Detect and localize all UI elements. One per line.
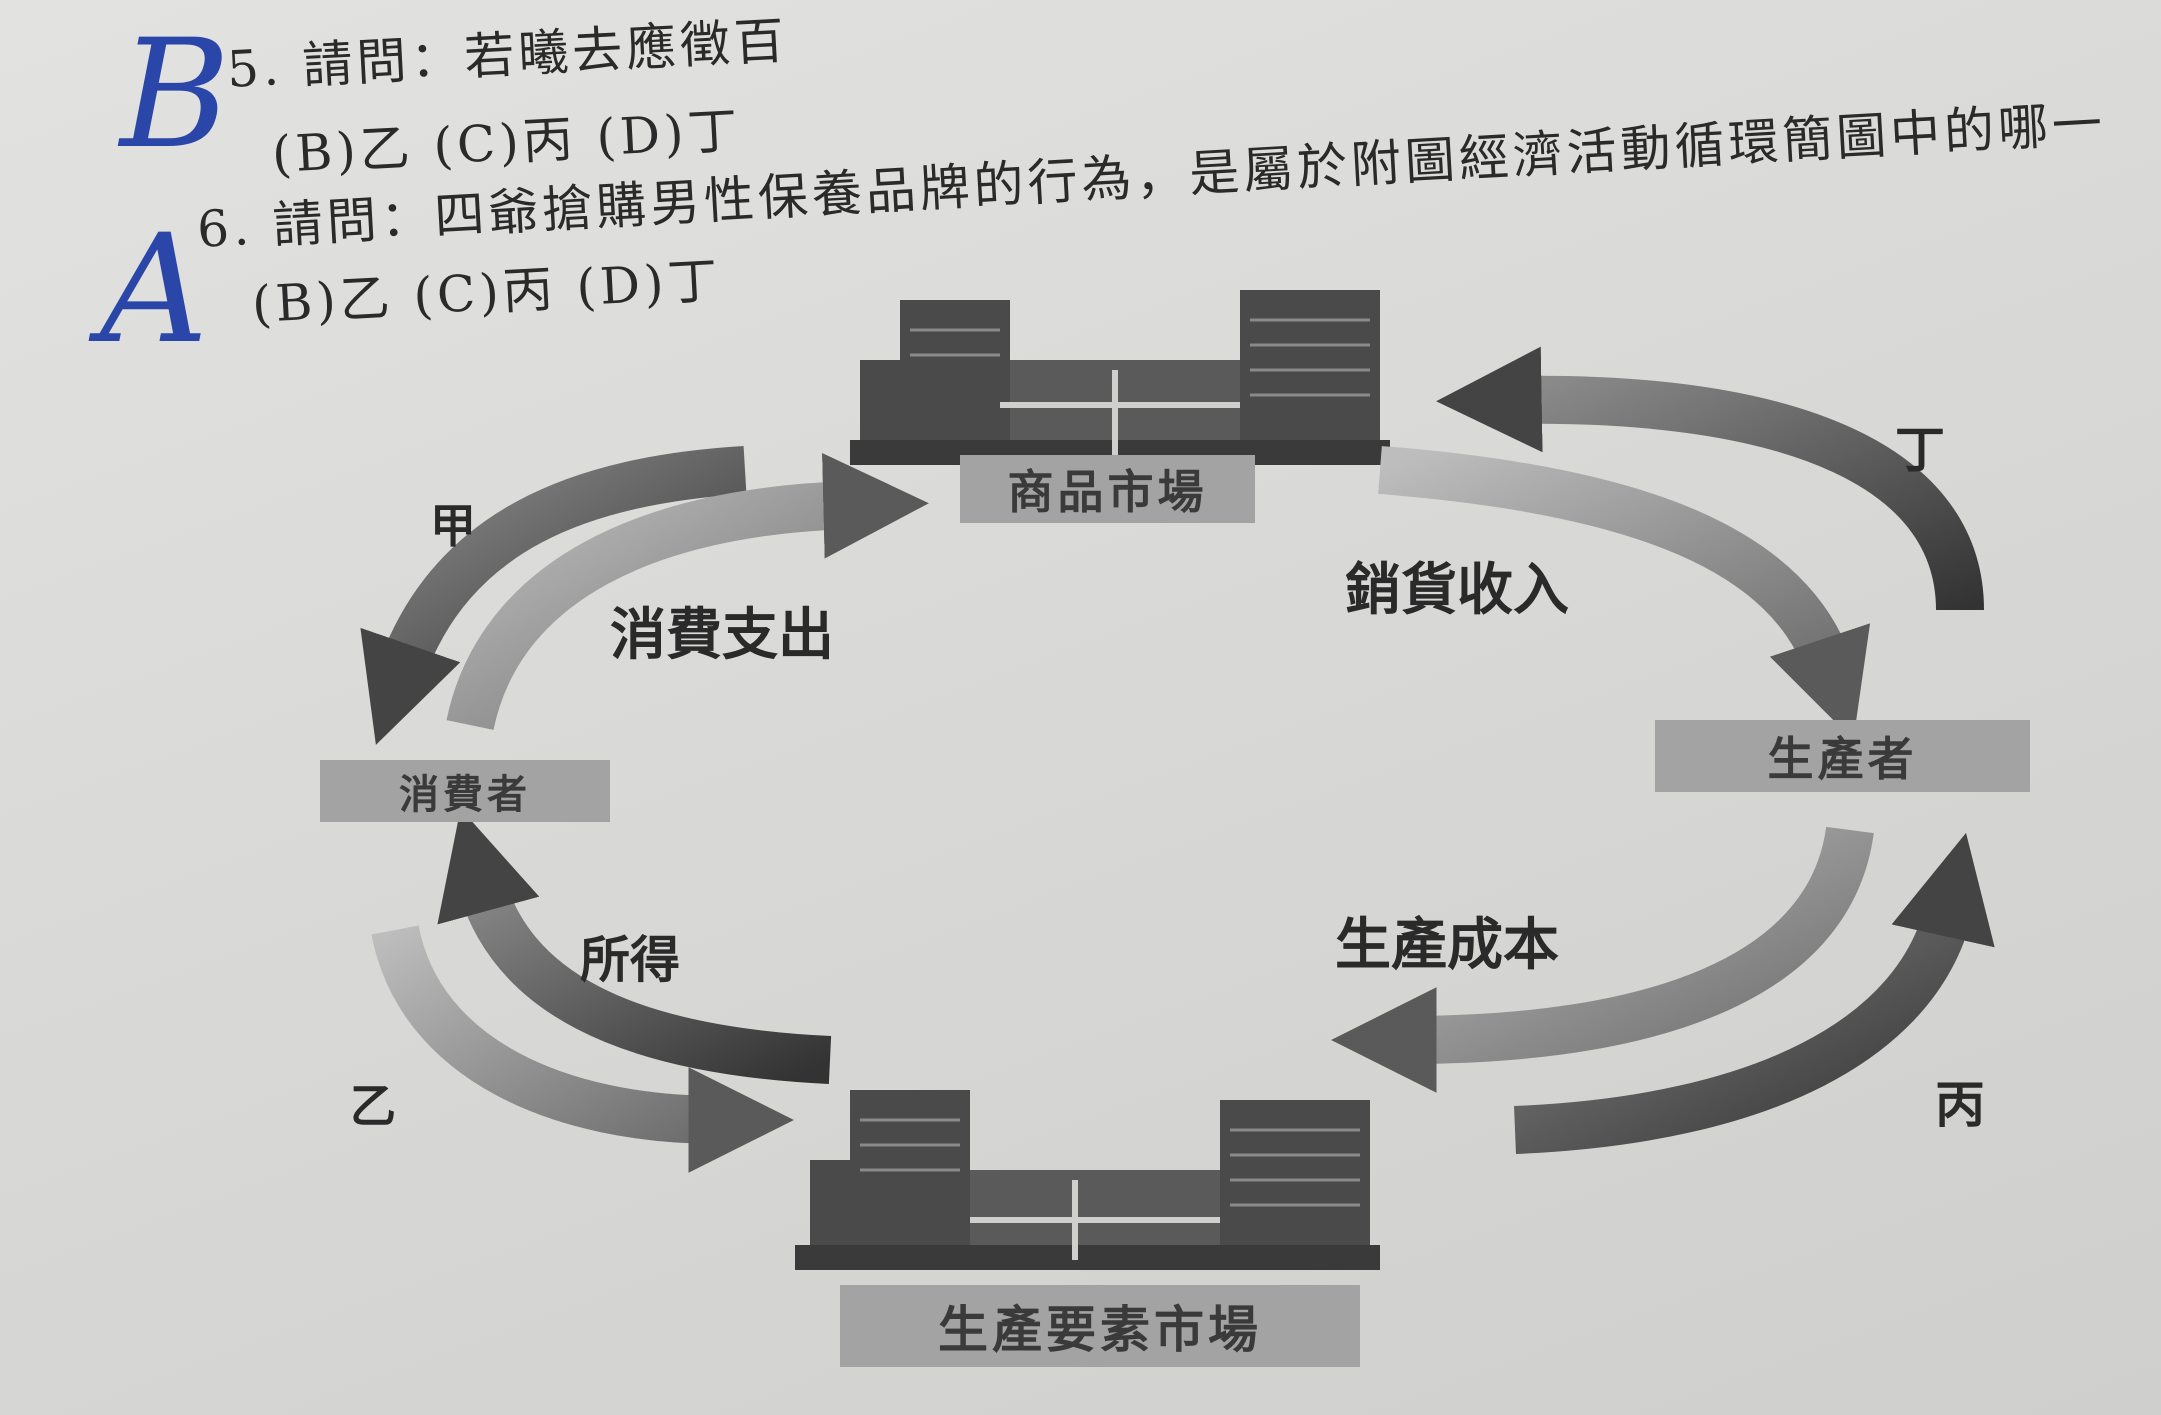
factor-market-building-icon bbox=[795, 1090, 1380, 1270]
arrow-consumption-spending-icon bbox=[446, 452, 929, 731]
arrow-jia-icon bbox=[360, 446, 747, 745]
question-5-answer: B bbox=[120, 8, 231, 182]
arrow-bing-icon bbox=[1514, 832, 1995, 1154]
consumer-node: 消費者 bbox=[320, 760, 610, 822]
flow-label-sales-revenue: 銷貨收入 bbox=[1345, 558, 1569, 623]
flow-label-consumption-spending: 消費支出 bbox=[610, 603, 834, 668]
question-6-answer: A bbox=[100, 203, 209, 377]
flow-marker-ding: 丁 bbox=[1895, 421, 1945, 479]
arrow-yi-icon bbox=[371, 924, 794, 1173]
goods-market-building-icon bbox=[850, 290, 1390, 465]
goods-market-node: 商品市場 bbox=[960, 455, 1255, 523]
flow-marker-jia: 甲 bbox=[430, 499, 476, 553]
arrow-sales-revenue-icon bbox=[1378, 446, 1871, 741]
arrow-ding-icon bbox=[1436, 346, 1984, 611]
arrow-production-cost-icon bbox=[1331, 826, 1874, 1093]
flow-label-production-cost: 生產成本 bbox=[1335, 913, 1559, 978]
arrow-income-icon bbox=[437, 808, 832, 1084]
producer-node: 生產者 bbox=[1655, 720, 2030, 792]
flow-marker-bing: 丙 bbox=[1935, 1076, 1985, 1134]
flow-label-income: 所得 bbox=[580, 931, 680, 989]
flow-marker-yi: 乙 bbox=[350, 1079, 396, 1133]
factor-market-node: 生產要素市場 bbox=[840, 1285, 1360, 1367]
